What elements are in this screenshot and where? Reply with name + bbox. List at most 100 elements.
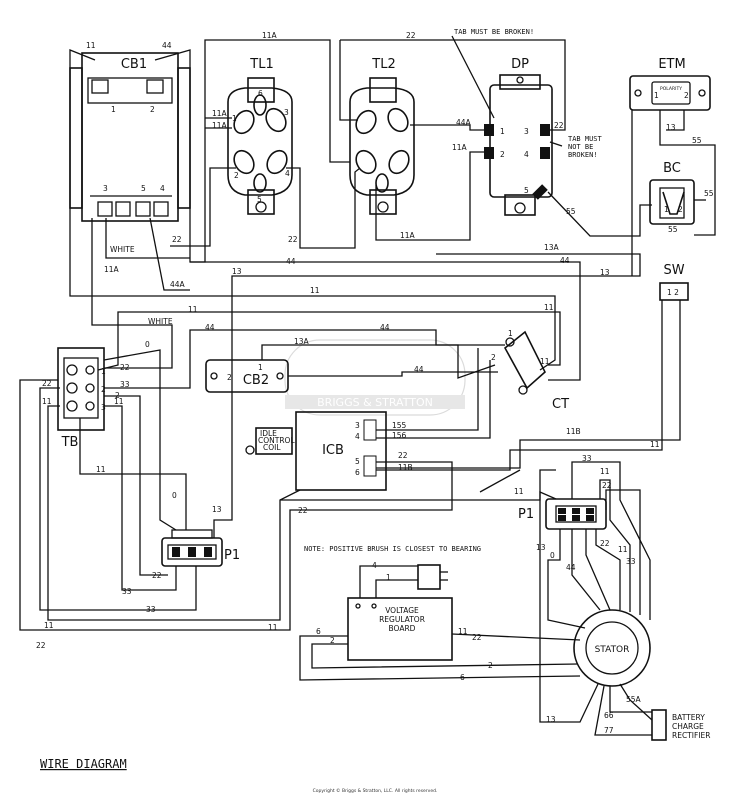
tl1-pin-5: 5: [257, 195, 262, 204]
wire-label: 11B: [566, 427, 581, 436]
wire-label: 11: [310, 286, 320, 295]
bcr-label-2: CHARGE: [672, 722, 704, 731]
wire-label: 13: [536, 543, 546, 552]
wire-label: 13: [232, 267, 242, 276]
copyright: Copyright © Briggs & Stratton, LLC. All …: [313, 787, 438, 794]
p1-right-connector: P1: [518, 498, 607, 530]
wire-label: 11: [618, 545, 628, 554]
cb1-breaker: CB1 1 2 3 5 4: [69, 52, 191, 222]
wire-label: 22: [298, 506, 308, 515]
idle-label-1: IDLE: [260, 429, 277, 438]
stator: STATOR: [573, 609, 651, 687]
wire-label: 0: [172, 491, 177, 500]
idle-control-coil: IDLE CONTROL COIL: [245, 427, 295, 455]
note-tab-not-broken-3: BROKEN!: [568, 151, 598, 159]
sw-pins: 1 2: [667, 288, 679, 297]
wire-label: 66: [604, 711, 614, 720]
wire-label: 55: [704, 189, 714, 198]
wire-label: 22: [406, 31, 416, 40]
cb2-pin-1: 1: [258, 363, 263, 372]
dp-receptacle: DP 1 2 3 4 5: [484, 57, 553, 216]
tl1-pin-1: 1: [232, 114, 237, 123]
icb-board: ICB 3 4 5 6: [295, 411, 387, 491]
wire-label: 11: [86, 41, 96, 50]
cb1-pin-1: 1: [111, 105, 116, 114]
icb-pin-5: 5: [355, 457, 360, 466]
wire-label: 44A: [170, 280, 186, 289]
tl1-pin-6: 6: [258, 89, 263, 98]
wire-label: 11: [188, 305, 198, 314]
tl1-pin-4: 4: [285, 169, 290, 178]
wire-label: 22: [120, 363, 130, 372]
tb-terminal-block: TB 1 2 3: [57, 347, 106, 450]
wire-label: 11A: [212, 121, 228, 130]
p1-left-label: P1: [224, 548, 240, 563]
bc-connector: BC 1 2: [649, 161, 695, 225]
wire-label: 11: [540, 357, 550, 366]
etm-polarity-label: POLARITY: [660, 86, 682, 92]
wire-label: 22: [36, 641, 46, 650]
wire-label: 11A: [104, 265, 120, 274]
cb2-label: CB2: [243, 373, 269, 388]
watermark-text: BRIGGS & STRATTON: [317, 396, 433, 409]
wire-labels: 11 44 11A 22 11A 11A 44A 11A 22 55 13 55…: [36, 31, 714, 735]
tl1-pin-3: 3: [284, 108, 289, 117]
wire-label: 0: [550, 551, 555, 560]
tl2-label: TL2: [371, 57, 395, 72]
wire-label: 44: [566, 563, 576, 572]
wire-label: 44: [414, 365, 424, 374]
battery-charge-rectifier: BATTERY CHARGE RECTIFIER: [651, 709, 710, 741]
idle-label-3: COIL: [263, 443, 281, 452]
etm-pin-1: 1: [654, 91, 659, 100]
wire-label: 55A: [626, 695, 642, 704]
wire-label: 22: [602, 481, 612, 490]
wire-label: 22: [600, 539, 610, 548]
wire-label: 156: [392, 431, 407, 440]
tl1-receptacle: TL1 6 1 3 2 4 5: [227, 57, 293, 215]
wire-label: 13: [600, 268, 610, 277]
etm-module: ETM POLARITY 1 2: [629, 57, 711, 111]
vr-label-1: VOLTAGE: [385, 606, 419, 615]
dp-pin-3: 3: [524, 127, 529, 136]
wire-label: 55: [668, 225, 678, 234]
wire-label: 33: [626, 557, 636, 566]
wire-label: 22: [152, 571, 162, 580]
wire-label: 4: [372, 561, 377, 570]
wire-label: 44: [162, 41, 172, 50]
wire-label: 33: [582, 454, 592, 463]
bc-pin-2: 2: [678, 205, 683, 214]
tb-pin-3: 3: [101, 403, 106, 412]
wire-label: 11A: [262, 31, 278, 40]
wire-label: 22: [398, 451, 408, 460]
wire-label: 13: [666, 123, 676, 132]
dp-pin-5: 5: [524, 186, 529, 195]
wire-label: 77: [604, 726, 614, 735]
tb-pin-1: 1: [101, 367, 106, 376]
cb1-pin-4: 4: [160, 184, 165, 193]
wire-label: 33: [146, 605, 156, 614]
wire-label: WHITE: [110, 245, 135, 254]
wire-label: 2: [488, 661, 493, 670]
etm-label: ETM: [658, 57, 685, 72]
bcr-label-3: RECTIFIER: [672, 731, 710, 740]
wire-label: 11: [458, 627, 468, 636]
wire-label: 11B: [398, 463, 413, 472]
wire-label: 22: [288, 235, 298, 244]
cb2-pin-2: 2: [227, 373, 232, 382]
p1-right-label: P1: [518, 507, 534, 522]
dp-label: DP: [511, 57, 529, 72]
wire-label: 155: [392, 421, 407, 430]
bcr-label-1: BATTERY: [672, 713, 705, 722]
cb1-pin-5: 5: [141, 184, 146, 193]
watermark: BRIGGS & STRATTON: [284, 339, 466, 416]
cb1-pin-3: 3: [103, 184, 108, 193]
tl2-receptacle: TL2: [349, 57, 415, 215]
bc-label: BC: [663, 161, 681, 176]
page-title: WIRE DIAGRAM: [40, 757, 127, 771]
dp-pin-1: 1: [500, 127, 505, 136]
vr-label-2: REGULATOR: [379, 615, 425, 624]
wire-label: 55: [566, 207, 576, 216]
wire-label: 0: [145, 340, 150, 349]
icb-pin-6: 6: [355, 468, 360, 477]
